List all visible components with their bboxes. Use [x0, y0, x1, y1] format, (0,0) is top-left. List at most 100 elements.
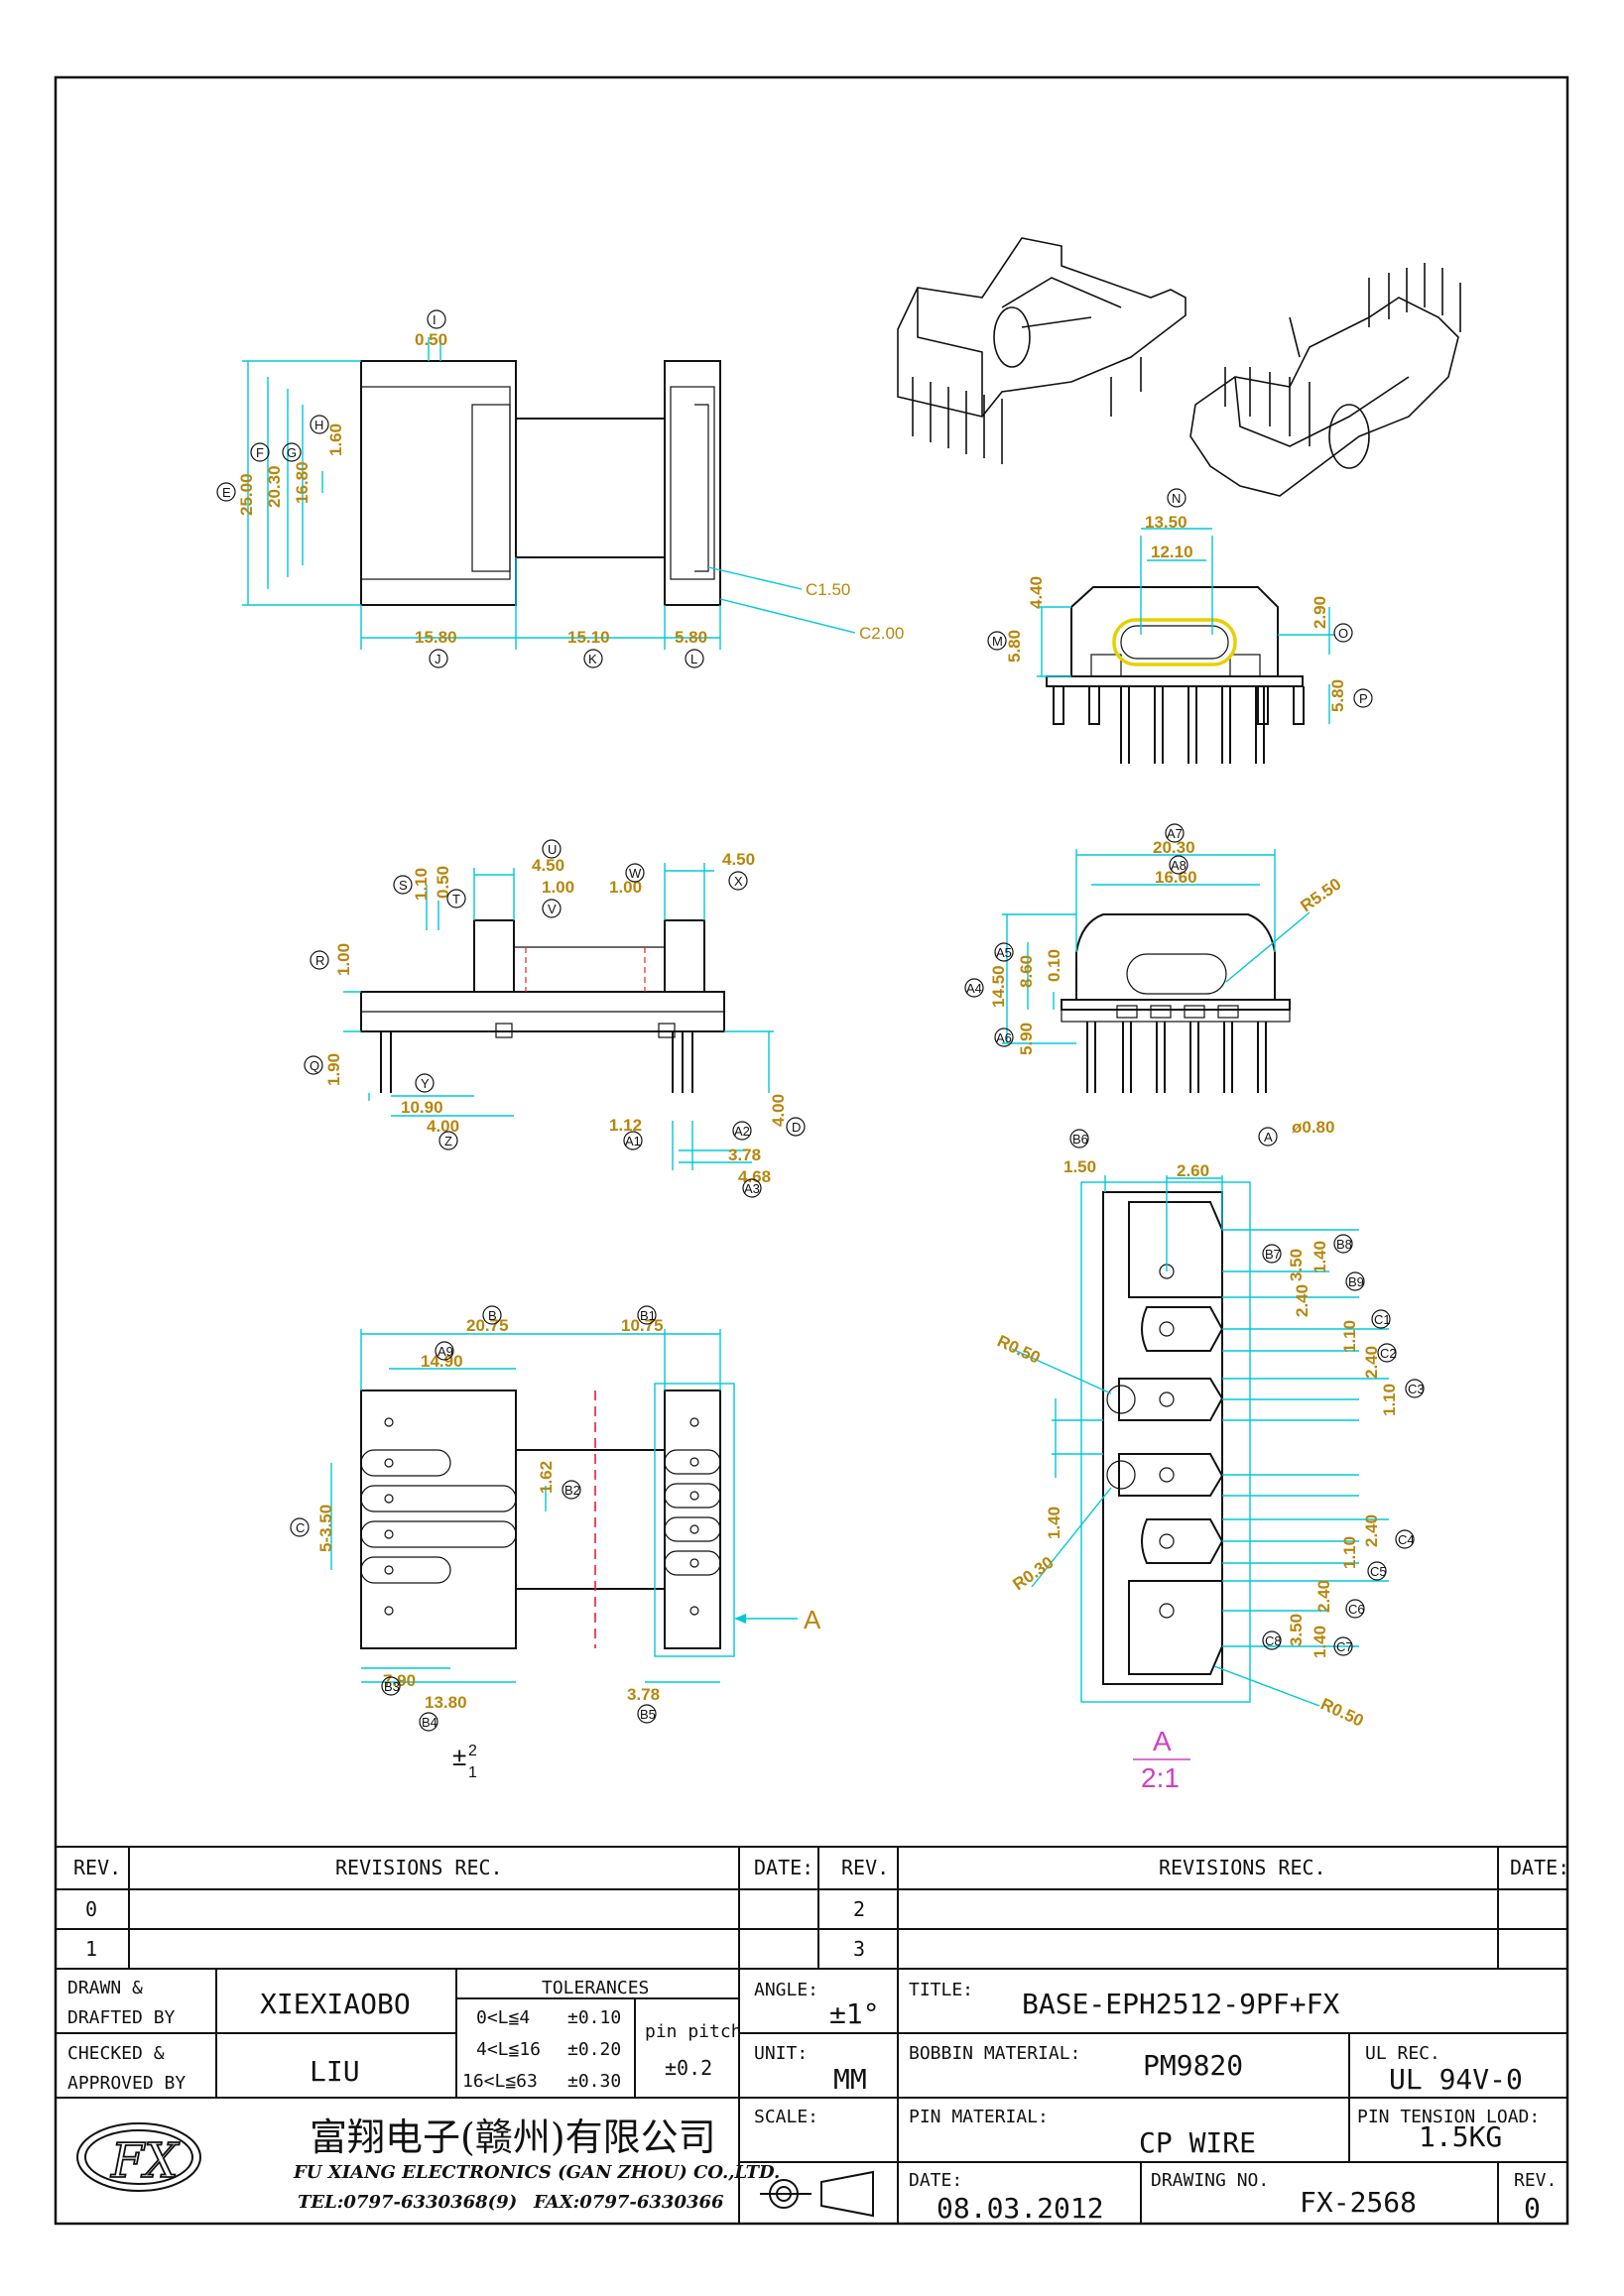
ref-Z: Z: [444, 1134, 452, 1148]
dim-detail-1-50: 1.50: [1063, 1157, 1096, 1176]
fx-logo: FX: [110, 2133, 180, 2189]
dim-detail-1-10c: 1.10: [1340, 1536, 1359, 1569]
dim-side-3-78: 3.78: [728, 1146, 761, 1164]
dim-top-c2-00: C2.00: [859, 624, 904, 643]
ref-N: N: [1172, 491, 1181, 506]
dim-top-5-80: 5.80: [675, 628, 707, 647]
title-block: [56, 1846, 1567, 2224]
angle-value: ±1°: [829, 1997, 880, 2030]
ref-K: K: [588, 652, 597, 666]
title-label: TITLE:: [909, 1980, 973, 2000]
ref-Q: Q: [310, 1058, 319, 1073]
drawing-no-value: FX-2568: [1300, 2186, 1417, 2219]
dim-detail-1-10a: 1.10: [1340, 1320, 1359, 1353]
ref-A8: A8: [1171, 858, 1187, 873]
ref-R: R: [315, 953, 324, 968]
company-name-en: FU XIANG ELECTRONICS (GAN ZHOU) CO.,LTD.: [293, 2162, 780, 2183]
ref-A7: A7: [1167, 826, 1183, 841]
dim-side-4-00: 4.00: [427, 1117, 459, 1136]
dim-detail-1-40a: 1.40: [1311, 1241, 1329, 1273]
detail-label: A: [1153, 1726, 1172, 1756]
dim-top-15-80: 15.80: [415, 628, 457, 647]
ref-B: B: [488, 1308, 497, 1323]
ref-C5: C5: [1370, 1564, 1387, 1579]
ref-B7: B7: [1265, 1247, 1281, 1262]
ref-C8: C8: [1265, 1633, 1282, 1648]
ref-C3: C3: [1408, 1382, 1425, 1396]
ref-B3: B3: [384, 1679, 400, 1694]
unit-label: UNIT:: [754, 2043, 808, 2064]
ref-B1: B1: [640, 1308, 656, 1323]
dim-bottom-7-90: 7.90: [383, 1671, 416, 1690]
ref-A6: A6: [996, 1030, 1012, 1045]
dim-side-1-90: 1.90: [324, 1053, 343, 1086]
dim-detail-r0-30: R0.30: [1009, 1553, 1057, 1595]
rev-row-3: 3: [853, 1937, 865, 1961]
ul-rec-value: UL 94V-0: [1389, 2063, 1523, 2096]
rev-row-0: 0: [85, 1897, 97, 1921]
dim-top-15-10: 15.10: [567, 628, 610, 647]
dim-end-13-50: 13.50: [1145, 513, 1187, 532]
bottom-view: 20.75 10.75 14.90 1.62 5-3.50 7.90 13.80…: [290, 1305, 821, 1781]
checked-label-1: CHECKED &: [67, 2043, 165, 2064]
dim-detail-2-40c: 2.40: [1362, 1514, 1381, 1547]
end-view: 13.50 12.10 4.40 5.80 2.90 5.80 N M O P: [987, 488, 1373, 764]
dim-bottom-1-62: 1.62: [537, 1461, 556, 1494]
rev-value: 0: [1524, 2192, 1541, 2225]
dim-bottom-10-75: 10.75: [621, 1316, 664, 1335]
dim-front-5-90: 5.90: [1017, 1023, 1036, 1055]
dim-top-1-60: 1.60: [326, 423, 345, 456]
dim-end-2-90: 2.90: [1311, 596, 1329, 629]
detail-view-a: 1.50 2.60 3.50 1.40 2.40 1.10 2.40 1.10 …: [994, 1129, 1425, 1793]
dim-detail-2-60: 2.60: [1177, 1161, 1209, 1180]
ref-F: F: [256, 445, 264, 460]
dim-side-4-50: 4.50: [532, 856, 564, 875]
dim-front-14-50: 14.50: [989, 965, 1008, 1008]
dim-detail-1-40b: 1.40: [1045, 1507, 1063, 1539]
date-header-right: DATE:: [1510, 1856, 1569, 1879]
dim-top-25-00: 25.00: [237, 473, 256, 516]
dim-detail-1-40c: 1.40: [1311, 1626, 1329, 1658]
rev-header-right: REV.: [841, 1856, 889, 1879]
pin-pitch-label: pin pitch: [645, 2021, 742, 2042]
ref-A9: A9: [437, 1344, 453, 1359]
ref-A2: A2: [734, 1124, 750, 1139]
top-view: 0.50 25.00 20.30 16.80 1.60 15.80 15.10 …: [216, 309, 904, 668]
ref-O: O: [1338, 626, 1348, 641]
date-value: 08.03.2012: [937, 2192, 1104, 2225]
rev-row-2: 2: [853, 1897, 865, 1921]
dim-bottom-20-75: 20.75: [466, 1316, 509, 1335]
dim-side-1-00c: 1.00: [334, 943, 353, 976]
dim-detail-2-40a: 2.40: [1293, 1284, 1312, 1317]
ref-B5: B5: [640, 1707, 656, 1722]
dim-detail-3-50a: 3.50: [1287, 1249, 1306, 1281]
ref-V: V: [548, 902, 557, 916]
ref-H: H: [314, 418, 323, 432]
ref-S: S: [399, 878, 408, 893]
company-fax: FAX:0797-6330366: [533, 2192, 724, 2213]
dim-side-1-00: 1.00: [542, 878, 574, 897]
dim-end-12-10: 12.10: [1151, 543, 1193, 561]
tol-value-1: ±0.20: [567, 2039, 621, 2060]
company-name-cn: 富翔电子(赣州)有限公司: [310, 2115, 716, 2159]
dim-side-4-50b: 4.50: [722, 850, 755, 869]
ref-W: W: [629, 866, 642, 881]
dim-detail-2-40d: 2.40: [1314, 1580, 1333, 1613]
tolerance-symbol-top: 2: [468, 1743, 477, 1759]
title-value: BASE-EPH2512-9PF+FX: [1022, 1988, 1339, 2020]
company-tel: TEL:0797-6330368(9): [298, 2192, 517, 2213]
dim-front-r5-50: R5.50: [1297, 875, 1344, 916]
ref-C1: C1: [1374, 1312, 1391, 1327]
dim-top-16-80: 16.80: [293, 461, 312, 504]
svg-text:±: ±: [452, 1742, 466, 1771]
ref-J: J: [435, 652, 441, 666]
tolerances-label: TOLERANCES: [542, 1978, 649, 1998]
checked-by: LIU: [310, 2055, 360, 2088]
dim-side-1-12: 1.12: [609, 1116, 642, 1135]
drawing-no-label: DRAWING NO.: [1151, 2170, 1269, 2191]
dim-front-0-10: 0.10: [1045, 949, 1063, 982]
drawn-label-1: DRAWN &: [67, 1978, 143, 1998]
dim-end-4-40: 4.40: [1027, 576, 1046, 609]
date-header-left: DATE:: [754, 1856, 813, 1879]
ref-C7: C7: [1336, 1639, 1353, 1654]
